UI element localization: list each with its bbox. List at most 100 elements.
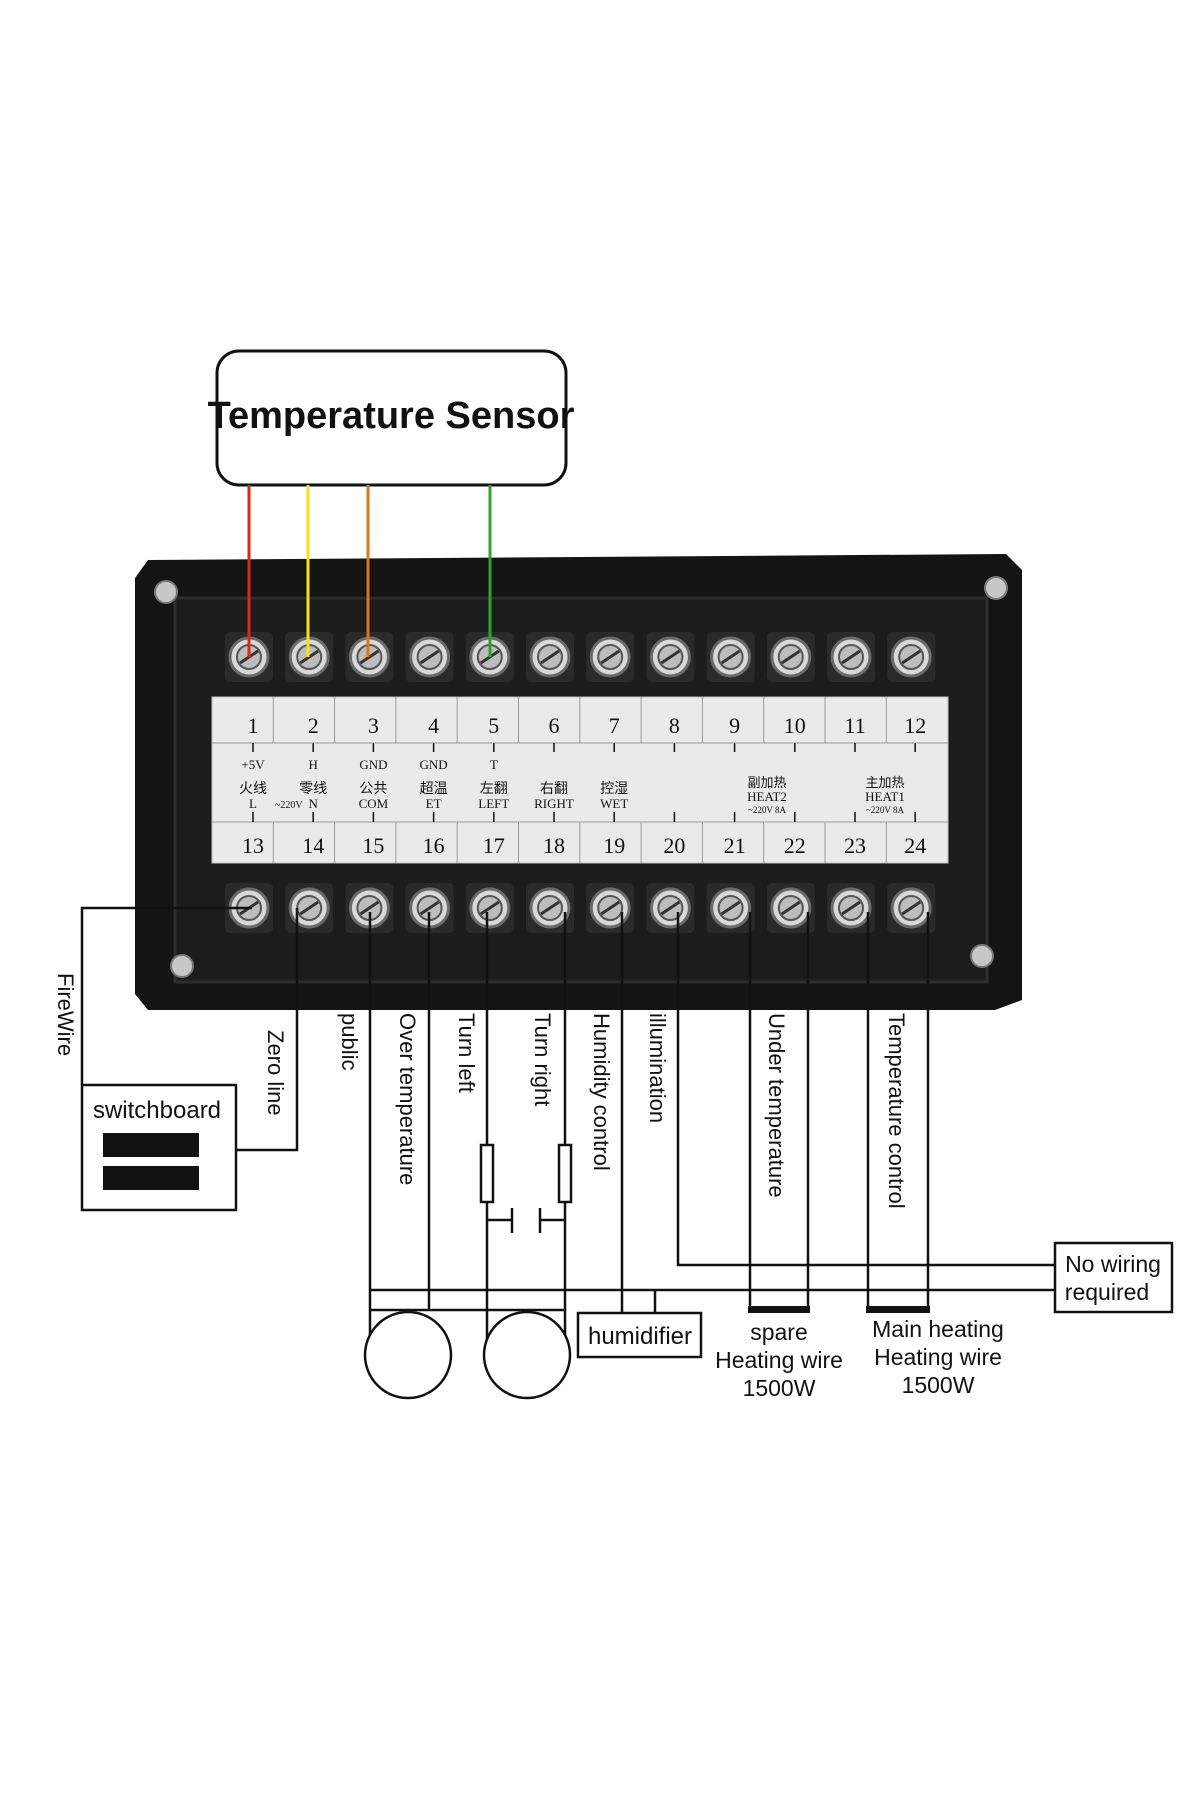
terminal-screw-12[interactable] [887, 632, 936, 682]
heat2-en-label: HEAT2 [747, 789, 787, 804]
terminal-screw-17[interactable] [465, 883, 514, 933]
terminal-upper-label: +5V [241, 757, 265, 772]
no-wiring-box: No wiring required [1053, 1241, 1174, 1314]
terminal-number: 5 [488, 713, 499, 738]
terminal-en-label: COM [359, 796, 389, 811]
main-heater-caption: Main heating Heating wire 1500W [872, 1316, 1004, 1398]
terminal-screw-22[interactable] [766, 883, 815, 933]
terminal-screw-10[interactable] [766, 632, 815, 682]
terminal-screw-24[interactable] [887, 883, 936, 933]
terminal-screw-4[interactable] [405, 632, 454, 682]
terminal-number: 18 [543, 833, 565, 858]
screw-icon [984, 576, 1008, 600]
socket-slot-icon [103, 1133, 199, 1157]
terminal-upper-label: GND [420, 757, 448, 772]
terminal-screw-6[interactable] [526, 632, 574, 682]
wire-labels: FireWire Zero line public Over temperatu… [53, 973, 909, 1209]
terminal-number: 20 [663, 833, 685, 858]
heat1-cn-label: 主加热 [865, 775, 904, 790]
main-heater-bar [866, 1306, 930, 1313]
terminal-number: 7 [609, 713, 620, 738]
terminal-screws-top [225, 632, 936, 682]
wire-illumination [676, 912, 1055, 1267]
terminal-number: 14 [302, 833, 324, 858]
terminal-screw-11[interactable] [827, 632, 875, 682]
terminal-screw-23[interactable] [827, 883, 875, 933]
wire-firewire [80, 906, 252, 1085]
terminal-cn-label: 控湿 [600, 781, 628, 797]
terminal-screw-7[interactable] [586, 632, 635, 682]
terminal-en-label: ET [426, 796, 442, 811]
label-temperature-control: Temperature control [884, 1013, 909, 1209]
terminal-number: 8 [669, 713, 680, 738]
terminal-number: 21 [724, 833, 746, 858]
terminal-number: 16 [423, 833, 445, 858]
wire-zero-line [236, 908, 299, 1152]
label-firewire: FireWire [53, 973, 78, 1056]
terminal-screw-15[interactable] [345, 883, 394, 933]
terminal-number: 13 [242, 833, 264, 858]
terminal-number: 24 [904, 833, 926, 858]
motor-circle-left [363, 1310, 453, 1400]
terminal-number: 3 [368, 713, 379, 738]
screw-icon [970, 944, 994, 968]
terminal-screw-19[interactable] [586, 883, 635, 933]
no-wiring-line2: required [1065, 1279, 1149, 1305]
terminal-number: 9 [729, 713, 740, 738]
humidifier-label: humidifier [588, 1323, 692, 1350]
label-under-temperature: Under temperature [764, 1013, 789, 1198]
terminal-number: 10 [784, 713, 806, 738]
terminal-number: 19 [603, 833, 625, 858]
label-public: public [337, 1013, 362, 1070]
terminal-number: 17 [483, 833, 505, 858]
voltage-label: ~220V [275, 800, 303, 811]
terminal-cn-label: 火线 [239, 781, 267, 797]
output-wiring [80, 906, 1055, 1355]
terminal-number: 1 [248, 713, 259, 738]
sensor-wires [247, 485, 492, 657]
terminal-number: 12 [904, 713, 926, 738]
spare-heater-caption: spare Heating wire 1500W [715, 1319, 843, 1401]
label-illumination: illumination [645, 1013, 670, 1123]
terminal-number: 6 [549, 713, 560, 738]
terminal-screw-18[interactable] [526, 883, 574, 933]
label-turn-left: Turn left [454, 1013, 479, 1093]
turn-left-coil [479, 1143, 495, 1204]
switchboard-label: switchboard [93, 1097, 221, 1124]
main-line1: Main heating [872, 1316, 1004, 1342]
label-zero-line: Zero line [263, 1030, 288, 1116]
humidifier: humidifier [576, 1311, 703, 1359]
terminal-en-label: WET [600, 796, 628, 811]
label-over-temperature: Over temperature [395, 1013, 420, 1185]
terminal-number: 23 [844, 833, 866, 858]
main-line2: Heating wire [874, 1344, 1002, 1370]
terminal-screw-16[interactable] [405, 883, 454, 933]
heat1-en-label: HEAT1 [865, 789, 905, 804]
terminal-screw-14[interactable] [285, 883, 334, 933]
terminal-screw-8[interactable] [646, 632, 695, 682]
terminal-screw-20[interactable] [646, 883, 695, 933]
terminal-en-label: RIGHT [534, 796, 574, 811]
heat2-rating-label: ~220V 8A [748, 805, 786, 815]
heat1-rating-label: ~220V 8A [866, 805, 904, 815]
terminal-number: 2 [308, 713, 319, 738]
terminal-number: 4 [428, 713, 439, 738]
terminal-screw-9[interactable] [706, 632, 755, 682]
socket-slot-icon [103, 1166, 199, 1190]
motor-circle-right [482, 1310, 572, 1400]
terminal-upper-label: GND [359, 757, 387, 772]
main-line3: 1500W [902, 1372, 975, 1398]
terminal-en-label: L [249, 796, 257, 811]
terminal-cn-label: 公共 [359, 781, 387, 797]
terminal-upper-label: T [490, 757, 498, 772]
terminal-screw-21[interactable] [706, 883, 755, 933]
heat2-cn-label: 副加热 [747, 775, 786, 790]
terminal-cn-label: 超温 [420, 781, 448, 797]
terminal-cn-label: 左翻 [480, 781, 508, 797]
spare-heater-bar [748, 1306, 810, 1313]
spare-line1: spare [750, 1319, 808, 1345]
screw-icon [154, 580, 178, 604]
terminal-number: 22 [784, 833, 806, 858]
